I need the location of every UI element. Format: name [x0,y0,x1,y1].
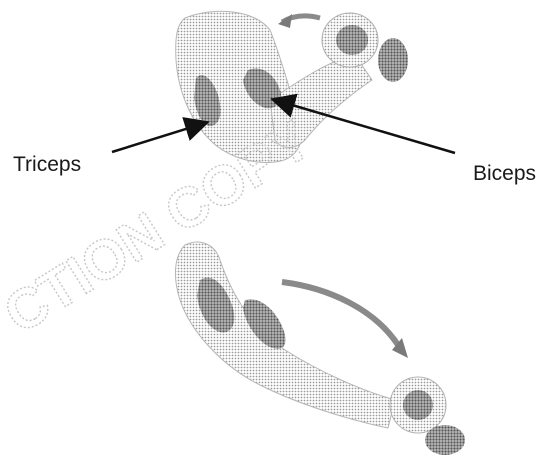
triceps-pointer-arrow [112,123,205,152]
fist-bottom [390,377,465,455]
triceps-label: Triceps [13,154,81,175]
biceps-label: Biceps [473,163,536,184]
flexed-arm [176,11,408,162]
upper-arm-extended [175,242,395,428]
extended-arm [175,242,465,455]
forearm-flexed [270,55,372,148]
motion-arrow-bottom [282,282,398,345]
